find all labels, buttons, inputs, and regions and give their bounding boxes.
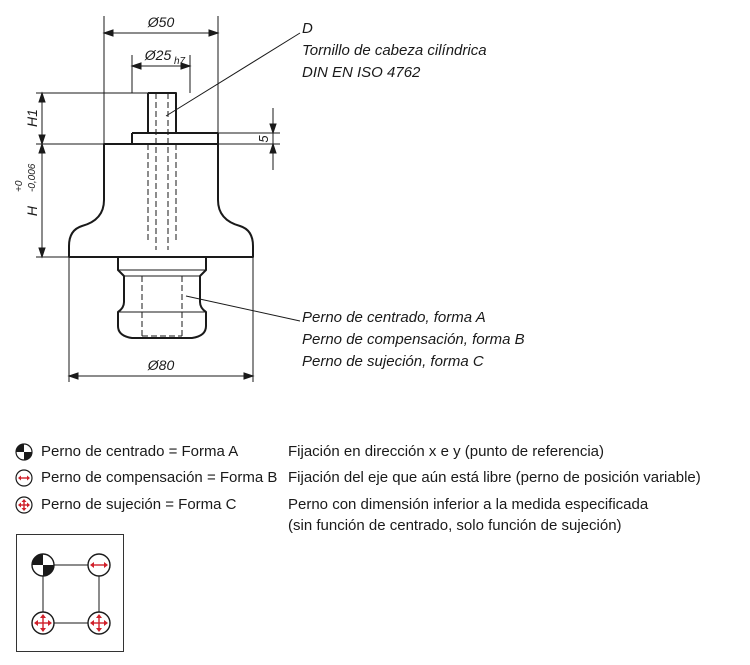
dim-d25-tolerance: h7 [174, 56, 186, 67]
legend-desc-form-a: Fijación en dirección x e y (punto de re… [288, 443, 604, 460]
arrowheads [38, 91, 46, 146]
cross-arrows-icon [14, 495, 34, 515]
dim-d25-label: Ø25 [144, 47, 172, 63]
leader-line-d [165, 32, 301, 117]
dim-h-tol-upper: +0 [14, 180, 25, 192]
layout-frame [42, 564, 100, 624]
legend-term-form-a: Perno de centrado = Forma A [41, 443, 239, 460]
legend-row-form-c [14, 494, 40, 516]
legend-desc-form-c: Perno con dimensión inferior a la medida… [288, 496, 649, 513]
horizontal-arrows-icon [87, 553, 111, 577]
screw-head-outline [148, 92, 177, 133]
legend-desc-form-b: Fijación del eje que aún está libre (per… [288, 469, 701, 486]
callout-pin-line3: Perno de sujeción, forma C [302, 353, 484, 370]
legend-row-form-b [14, 467, 40, 489]
technical-drawing: Ø50 Ø25 h7 Ø80 5 H1 H +0 -0,006 D Tornil… [14, 14, 525, 382]
pin-outline [117, 257, 207, 339]
dim-d50-label: Ø50 [147, 14, 175, 30]
arrowheads [269, 123, 277, 154]
horizontal-arrows-icon [14, 468, 34, 488]
dim-h-label: H [24, 205, 40, 216]
dim-d80-label: Ø80 [147, 357, 175, 373]
callout-d-line1: Tornillo de cabeza cilíndrica [302, 42, 487, 59]
callout-pin-line2: Perno de compensación, forma B [302, 331, 525, 348]
arrowheads [102, 29, 220, 37]
arrowheads [38, 142, 46, 259]
leader-line-pin [185, 295, 301, 322]
legend-term-form-b: Perno de compensación = Forma B [41, 469, 278, 486]
dim-5-label: 5 [256, 135, 271, 143]
legend-desc-form-c-line2: (sin función de centrado, solo función d… [288, 517, 622, 534]
legend-row-form-a [14, 441, 40, 463]
cross-arrows-icon [87, 611, 111, 635]
legend-term-form-c: Perno de sujeción = Forma C [41, 496, 237, 513]
base-body-outline [68, 143, 254, 258]
arrowheads [130, 62, 192, 70]
quadrant-icon [14, 442, 34, 462]
pin-layout-example [16, 534, 124, 652]
dim-h1-label: H1 [24, 109, 40, 127]
dim-h-tol-lower: -0,006 [27, 163, 38, 192]
callout-d-line2: DIN EN ISO 4762 [302, 64, 421, 81]
callout-pin-line1: Perno de centrado, forma A [302, 309, 486, 326]
callout-d-letter: D [302, 20, 313, 37]
quadrant-icon [31, 553, 55, 577]
arrowheads [67, 372, 255, 380]
cross-arrows-icon [31, 611, 55, 635]
